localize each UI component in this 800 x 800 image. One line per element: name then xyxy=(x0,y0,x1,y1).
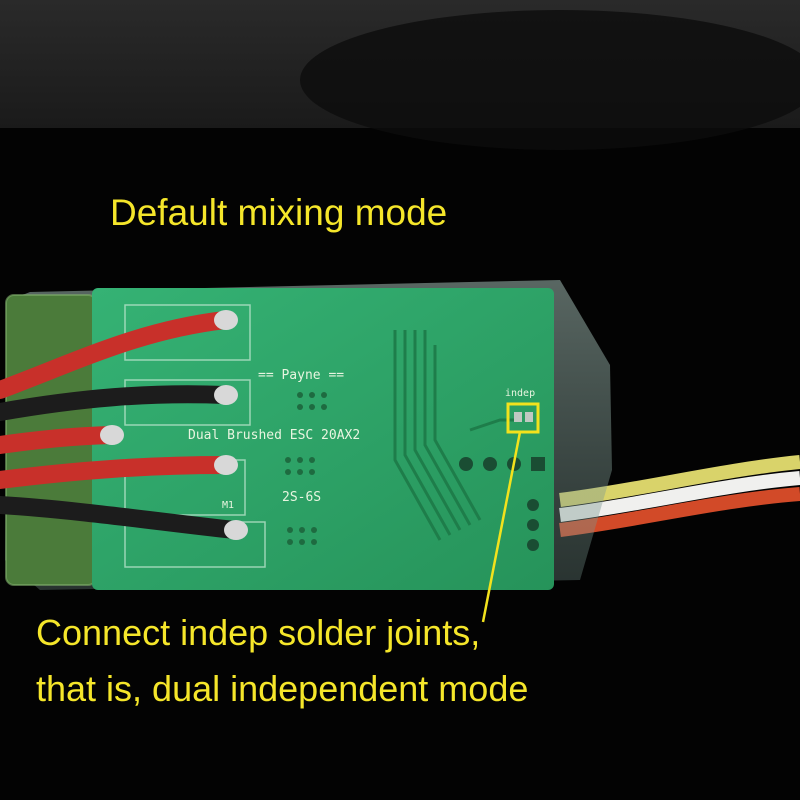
indep-pad-left xyxy=(514,412,522,422)
indep-highlight-box xyxy=(506,402,540,434)
caption-indep-line2: that is, dual independent mode xyxy=(36,668,529,709)
board-voltage-label: 2S-6S xyxy=(282,490,322,505)
caption-default-mode: Default mixing mode xyxy=(110,192,448,233)
indep-pad-label: indep xyxy=(505,388,536,399)
leader-line xyxy=(481,431,522,623)
power-wires xyxy=(0,311,244,539)
caption-indep-line1: Connect indep solder joints, xyxy=(36,612,481,653)
board-brand-label: == Payne == xyxy=(258,368,345,383)
header-pads xyxy=(459,457,545,551)
board-title-label: Dual Brushed ESC 20AX2 xyxy=(188,428,361,443)
indep-pad-right xyxy=(525,412,533,422)
motor-label: M1 xyxy=(222,500,235,511)
